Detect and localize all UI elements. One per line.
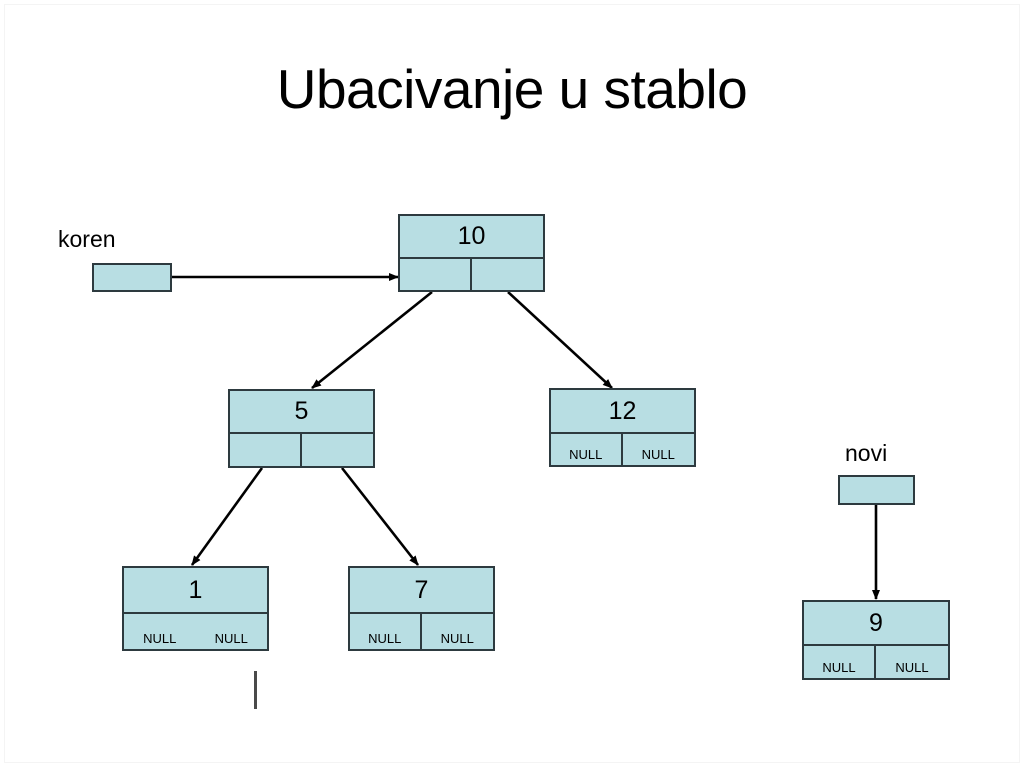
page-title: Ubacivanje u stablo [276,58,748,120]
node-value: 5 [230,391,373,434]
node-pointers: NULL NULL [551,434,694,465]
node-left-pointer: NULL [551,434,623,465]
tree-node-5[interactable]: 5 [228,389,375,468]
node-pointers [230,434,373,466]
node-value: 7 [350,568,493,614]
node-pointers: NULL NULL [350,614,493,649]
node-left-pointer: NULL [804,646,876,678]
node-value: 1 [124,568,267,614]
node-value: 12 [551,390,694,434]
node-value: 9 [804,602,948,646]
text-caret-artifact [254,671,257,709]
tree-node-10[interactable]: 10 [398,214,545,292]
node-left-pointer [230,434,302,466]
koren-label: koren [58,226,116,252]
tree-node-7[interactable]: 7 NULL NULL [348,566,495,651]
node-right-pointer: NULL [895,660,929,675]
node-pointers: NULL NULL [124,614,267,649]
node-right-pointer [472,259,544,290]
node-right-pointer: NULL [440,631,474,646]
node-left-pointer: NULL [350,614,422,649]
node-left-pointer [400,259,472,290]
node-right-pointer [302,434,374,466]
node-value: 10 [400,216,543,259]
node-pointers: NULL NULL [804,646,948,678]
tree-node-12[interactable]: 12 NULL NULL [549,388,696,467]
node-right-pointer: NULL [641,447,675,462]
novi-label: novi [845,440,888,466]
node-pointers [400,259,543,290]
novi-pointer-box[interactable] [838,475,915,505]
tree-node-9[interactable]: 9 NULL NULL [802,600,950,680]
node-right-pointer: NULL [214,631,248,646]
tree-node-1[interactable]: 1 NULL NULL [122,566,269,651]
koren-pointer-box[interactable] [92,263,172,292]
node-left-pointer: NULL [143,631,177,646]
